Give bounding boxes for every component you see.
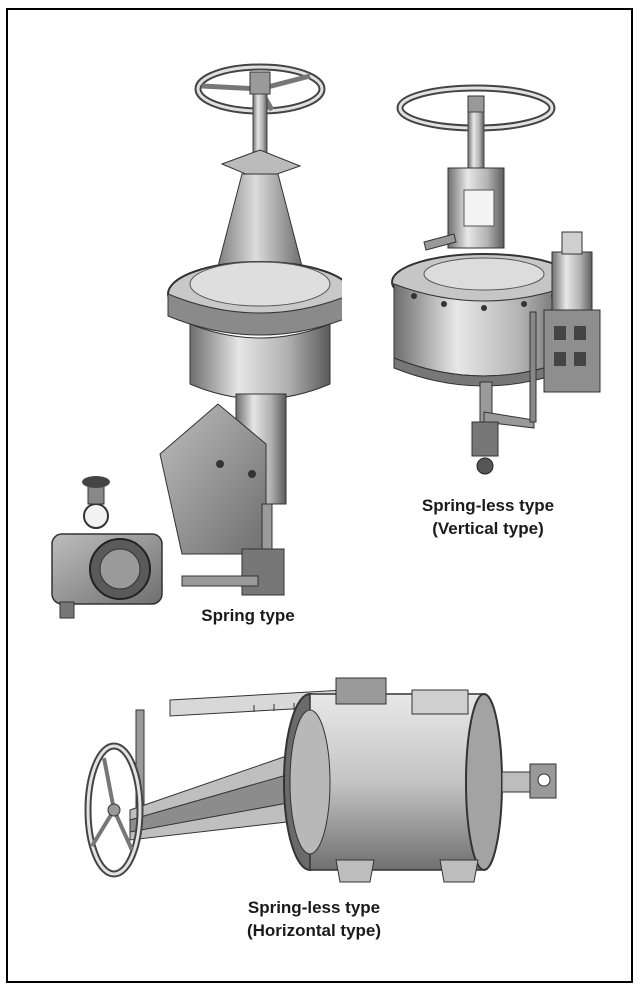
handwheel-icon <box>84 742 144 878</box>
springless-vertical-caption-line2: (Vertical type) <box>432 519 544 538</box>
positioner-icon <box>543 231 601 393</box>
positioner-icon <box>51 476 163 619</box>
figure-frame: Spring type <box>6 8 633 983</box>
springless-vertical-actuator-illustration <box>391 84 601 475</box>
spring-type-caption: Spring type <box>201 606 295 625</box>
springless-vertical-caption: Spring-less type (Vertical type) <box>388 494 588 540</box>
springless-horizontal-caption: Spring-less type (Horizontal type) <box>204 896 424 942</box>
springless-horizontal-caption-line2: (Horizontal type) <box>246 921 382 940</box>
springless-horizontal-actuator-illustration <box>84 677 557 883</box>
springless-horizontal-caption-line1: Spring-less type <box>247 898 381 917</box>
spring-type-actuator-illustration <box>51 63 342 619</box>
springless-vertical-caption-line1: Spring-less type <box>421 496 555 515</box>
